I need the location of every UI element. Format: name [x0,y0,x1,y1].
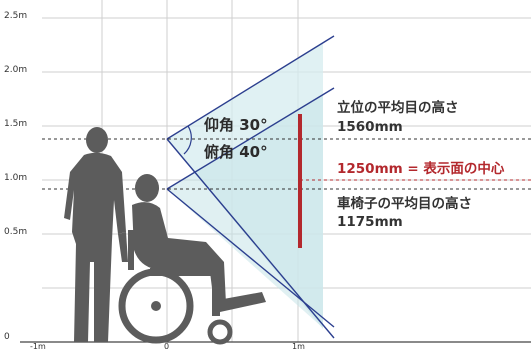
reference-lines [42,138,531,190]
y-tick-label: 0 [4,332,10,342]
x-tick-label: 1m [292,342,305,351]
y-tick-label: 1.0m [4,173,28,183]
display-center-label: 1250mm = 表示面の中心 [337,161,505,177]
standing-person-silhouette [64,127,126,342]
wheelchair-upper-sightline [166,87,335,190]
people-silhouettes [64,127,266,345]
depression-angle-label: 俯角 40° [204,143,268,161]
y-tick-label: 1.5m [4,119,28,129]
wheelchair-eye-value: 1175mm [337,214,403,230]
angle-arc [183,125,192,155]
y-tick-label: 2.0m [4,65,28,75]
wheelchair-lower-sightline [166,188,335,328]
standing-eye-value: 1560mm [337,119,403,135]
x-tick-label: 0 [164,342,170,351]
y-tick-label: 0.5m [4,227,28,237]
wheelchair-viewing-cone [167,95,323,328]
elevation-angle-label: 仰角 30° [204,116,268,134]
standing-eye-label: 立位の平均目の高さ [337,100,459,116]
wheelchair-user-silhouette [118,174,226,304]
x-tick-label: -1m [30,342,46,351]
wheelchair-eye-label: 車椅子の平均目の高さ [337,196,472,212]
standing-upper-sightline [166,35,335,140]
viewing-cones [166,35,335,339]
wheelchair-silhouette [118,230,266,345]
y-tick-label: 2.5m [4,11,28,21]
display-surface-bar [298,114,302,248]
